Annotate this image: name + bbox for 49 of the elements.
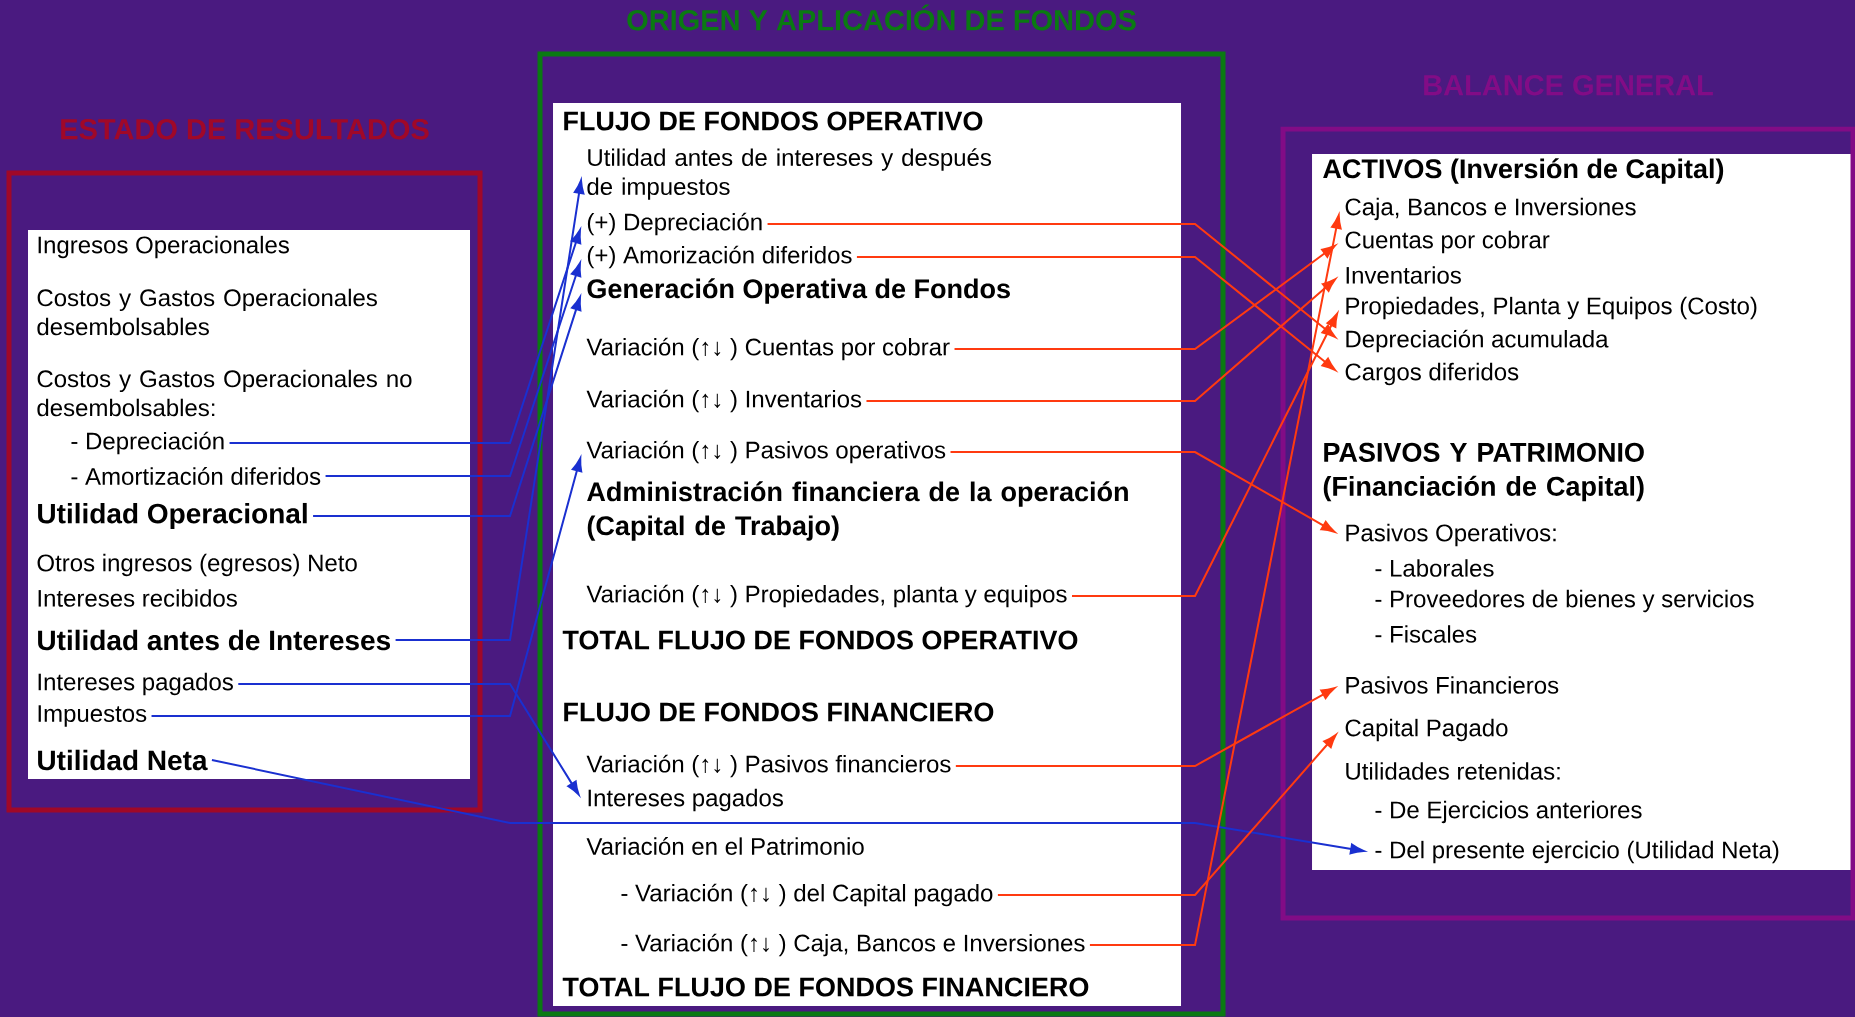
line-item: Caja, Bancos e Inversiones xyxy=(1345,197,1636,221)
section-heading: Utilidad antes de Intereses xyxy=(38,629,391,651)
line-item: Intereses recibidos xyxy=(38,589,237,607)
line-item: - Depreciación xyxy=(71,431,224,455)
line-item: - Fiscales xyxy=(1375,625,1477,643)
line-item: Pasivos Financieros xyxy=(1346,676,1559,694)
line-item: Otros ingresos (egresos) Neto xyxy=(37,553,357,577)
line-item: - Proveedores de bienes y servicios xyxy=(1375,589,1754,613)
line-item: Variación (↑↓ ) Propiedades, planta y equipos xyxy=(586,584,1067,608)
section-heading: TOTAL FLUJO DE FONDOS FINANCIERO xyxy=(562,977,1089,997)
line-item: Costos y Gastos Operacionales no desembolsables: xyxy=(37,369,412,417)
line-item: - Variación (↑↓ ) del Capital pagado xyxy=(621,883,993,907)
node-label: BALANCE GENERAL xyxy=(1424,74,1713,96)
line-item: Intereses pagados xyxy=(38,672,233,696)
line-item: Costos y Gastos Operacionales desembolsables xyxy=(37,288,377,336)
line-item: - Variación (↑↓ ) Caja, Bancos e Inversiones xyxy=(621,933,1085,957)
section-heading: ACTIVOS (Inversión de Capital) xyxy=(1323,158,1724,184)
line-item: Variación (↑↓ ) Cuentas por cobrar xyxy=(586,337,950,361)
line-item: (+) Depreciación xyxy=(587,212,762,236)
line-item: Inventarios xyxy=(1346,266,1461,284)
text-panel xyxy=(28,230,470,779)
line-item: Depreciación acumulada xyxy=(1346,329,1609,353)
line-item: Utilidades retenidas: xyxy=(1346,762,1560,780)
node-label: ESTADO DE RESULTADOS xyxy=(61,118,429,140)
line-item: (+) Amorización diferidos xyxy=(587,245,852,269)
line-item: Ingresos Operacionales xyxy=(38,235,289,259)
line-item: Variación (↑↓ ) Inventarios xyxy=(586,389,862,413)
section-heading: PASIVOS Y PATRIMONIO (Financiación de Capital) xyxy=(1323,442,1644,502)
line-item: Impuestos xyxy=(38,705,147,727)
line-item: Capital Pagado xyxy=(1345,718,1508,742)
line-item: - Laborales xyxy=(1375,559,1494,577)
section-heading: FLUJO DE FONDOS FINANCIERO xyxy=(564,702,994,722)
section-heading: Generación Operativa de Fondos xyxy=(587,278,1010,304)
line-item: Propiedades, Planta y Equipos (Costo) xyxy=(1346,296,1757,320)
section-heading: Administración financiera de la operación (Capital de Trabajo) xyxy=(587,481,1128,541)
section-heading: Utilidad Neta xyxy=(38,749,208,771)
line-item: Variación (↑↓ ) Pasivos operativos xyxy=(586,440,946,464)
text-panel xyxy=(1312,154,1853,870)
section-heading: FLUJO DE FONDOS OPERATIVO xyxy=(564,111,983,131)
node-label: ORIGEN Y APLICACIÓN DE FONDOS xyxy=(627,4,1136,31)
line-item: Pasivos Operativos: xyxy=(1346,523,1556,547)
line-item: Cuentas por cobrar xyxy=(1345,230,1550,254)
line-item: - Amortización diferidos xyxy=(71,467,321,485)
section-heading: Utilidad Operacional xyxy=(38,502,307,530)
line-item: - Del presente ejercicio (Utilidad Neta) xyxy=(1375,840,1779,864)
line-item: Cargos diferidos xyxy=(1345,362,1519,386)
section-heading: TOTAL FLUJO DE FONDOS OPERATIVO xyxy=(562,630,1078,650)
line-item: - De Ejercicios anteriores xyxy=(1375,800,1642,824)
line-item: Utilidad antes de intereses y después de impuestos xyxy=(587,148,992,200)
